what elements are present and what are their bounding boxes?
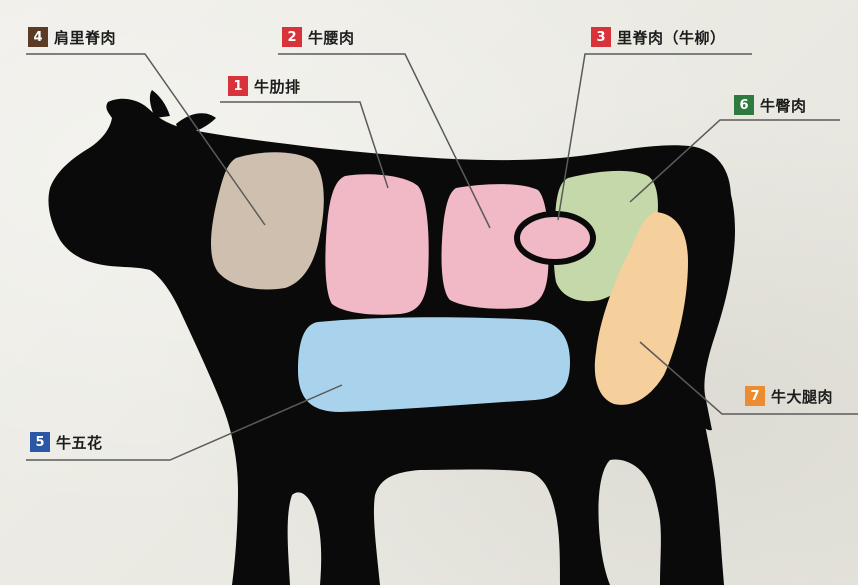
part-name-sirloin: 牛腰肉 [308,27,355,48]
label-part-5: 5 牛五花 [30,431,103,453]
number-badge-3: 3 [591,27,611,47]
part-name-tenderloin: 里脊肉（牛柳） [617,27,726,48]
part-name-shoulder-loin: 肩里脊肉 [54,27,116,48]
label-part-6: 6 牛臀肉 [734,94,807,116]
label-part-2: 2 牛腰肉 [282,26,355,48]
part-name-brisket: 牛五花 [56,432,103,453]
number-badge-4: 4 [28,27,48,47]
label-part-4: 4 肩里脊肉 [28,26,116,48]
label-part-1: 1 牛肋排 [228,75,301,97]
part-name-thigh: 牛大腿肉 [771,386,833,407]
region-brisket [298,317,570,412]
part-name-rump: 牛臀肉 [760,95,807,116]
label-part-3: 3 里脊肉（牛柳） [591,26,726,48]
region-rib [325,174,428,314]
region-tenderloin [517,214,593,262]
number-badge-6: 6 [734,95,754,115]
part-name-rib: 牛肋排 [254,76,301,97]
number-badge-5: 5 [30,432,50,452]
number-badge-7: 7 [745,386,765,406]
number-badge-1: 1 [228,76,248,96]
number-badge-2: 2 [282,27,302,47]
label-part-7: 7 牛大腿肉 [745,385,833,407]
